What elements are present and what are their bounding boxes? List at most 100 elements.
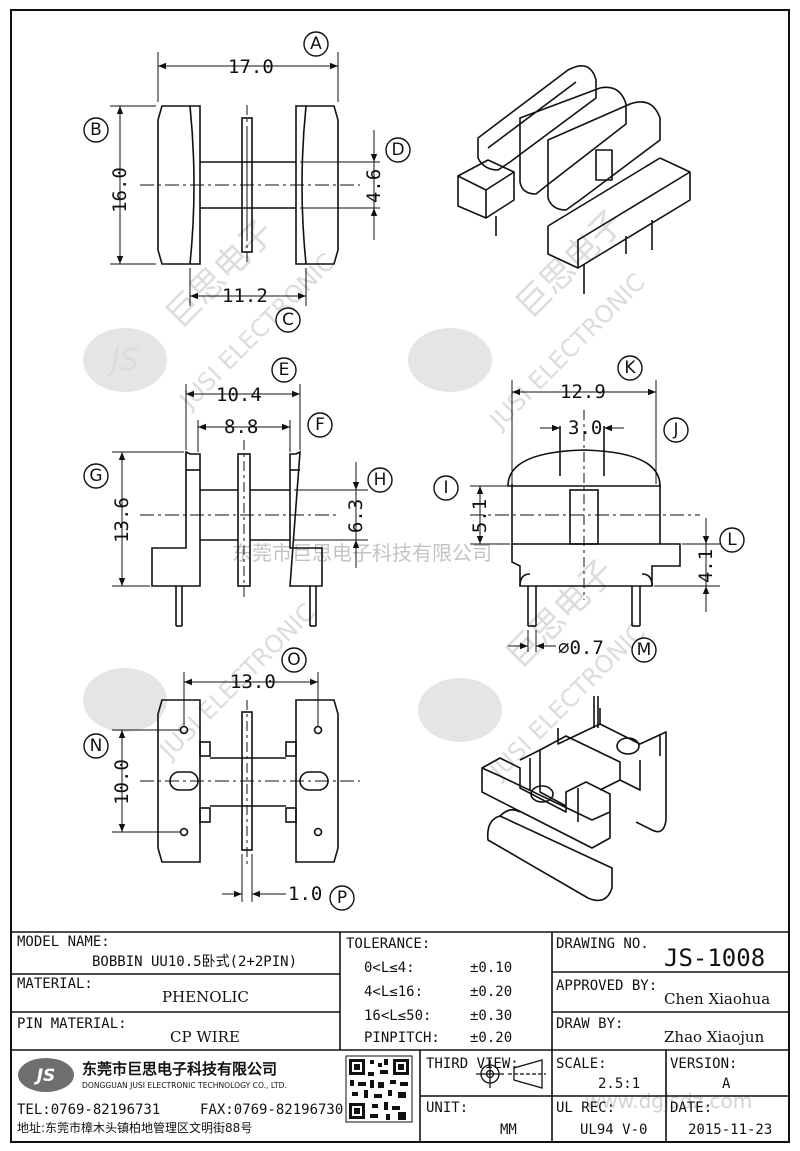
pin-material-label: PIN MATERIAL: <box>17 1016 127 1032</box>
dim-L-value: 4.1 <box>695 549 717 583</box>
tolerance-value-2: ±0.20 <box>470 984 512 1000</box>
tolerance-value-1: ±0.10 <box>470 960 512 976</box>
tag-B: B <box>83 117 109 143</box>
model-name-value: BOBBIN UU10.5卧式(2+2PIN) <box>92 954 297 970</box>
material-value: PHENOLIC <box>162 988 249 1006</box>
version-label: VERSION: <box>670 1056 737 1072</box>
svg-text:G: G <box>89 466 102 486</box>
watermark-company: 东莞市巨思电子科技有限公司 <box>232 541 492 565</box>
company-name-en: DONGGUAN JUSI ELECTRONIC TECHNOLOGY CO.,… <box>82 1081 287 1090</box>
ul-rec-label: UL REC: <box>556 1100 615 1116</box>
logo-js: JS <box>18 1058 74 1092</box>
watermark-logo: JS <box>83 328 167 392</box>
dim-C-value: 11.2 <box>222 285 268 307</box>
dim-G-value: 13.6 <box>111 497 133 543</box>
tolerance-range-1: 0<L≤4: <box>364 960 415 976</box>
scale-label: SCALE: <box>556 1056 607 1072</box>
watermark-logo-2 <box>408 328 492 392</box>
tag-A: A <box>303 31 329 57</box>
approved-by-value: Chen Xiaohua <box>664 990 770 1008</box>
tag-P: P <box>329 885 355 911</box>
top-view <box>110 52 380 306</box>
tolerance-value-4: ±0.20 <box>470 1030 512 1046</box>
dim-P-value: 1.0 <box>288 883 322 905</box>
svg-text:P: P <box>337 888 347 908</box>
draw-by-value: Zhao Xiaojun <box>664 1028 765 1046</box>
material-label: MATERIAL: <box>17 976 93 992</box>
tag-E: E <box>271 357 297 383</box>
tag-J: J <box>663 417 689 443</box>
version-value: A <box>722 1076 731 1092</box>
approved-by-label: APPROVED BY: <box>556 978 657 994</box>
qr-code-icon <box>345 1055 413 1123</box>
watermark-logo-3 <box>83 668 167 732</box>
pin-material-value: CP WIRE <box>170 1028 240 1046</box>
tag-O: O <box>281 647 307 673</box>
scale-value: 2.5:1 <box>598 1076 640 1092</box>
model-name-label: MODEL NAME: <box>17 934 110 950</box>
svg-text:D: D <box>391 140 404 160</box>
third-angle-projection-icon <box>476 1059 546 1089</box>
sheet-border <box>10 9 790 1143</box>
dim-O-value: 13.0 <box>230 671 276 693</box>
title-block <box>11 931 789 1142</box>
dim-A-value: 17.0 <box>228 56 274 78</box>
tag-K: K <box>617 355 643 381</box>
drawing-no-value: JS-1008 <box>664 944 765 972</box>
iso-view-top <box>457 64 691 294</box>
date-label: DATE: <box>670 1100 712 1116</box>
svg-text:B: B <box>90 120 102 140</box>
svg-text:N: N <box>90 736 103 756</box>
tolerance-value-3: ±0.30 <box>470 1008 512 1024</box>
svg-text:A: A <box>310 34 322 54</box>
svg-text:E: E <box>279 360 290 380</box>
svg-text:I: I <box>443 478 448 498</box>
dim-N-value: 10.0 <box>111 759 133 805</box>
unit-label: UNIT: <box>426 1100 468 1116</box>
tag-N: N <box>83 733 109 759</box>
watermark-url: www.dgjsdz.com <box>585 1089 752 1113</box>
dim-I-value: 5.1 <box>469 499 491 533</box>
svg-text:L: L <box>727 530 737 550</box>
dim-B-value: 16.0 <box>109 167 131 213</box>
svg-text:O: O <box>287 650 300 670</box>
dim-M-value: ⌀0.7 <box>558 637 604 659</box>
tag-F: F <box>307 412 333 438</box>
date-value: 2015-11-23 <box>688 1122 772 1138</box>
dim-K-value: 12.9 <box>560 381 606 403</box>
tolerance-label: TOLERANCE: <box>346 936 430 952</box>
dim-D-value: 4.6 <box>363 169 385 203</box>
drawing-no-label: DRAWING NO. <box>556 936 649 952</box>
svg-text:J: J <box>672 420 678 440</box>
svg-text:K: K <box>624 358 636 378</box>
unit-value: MM <box>500 1122 517 1138</box>
company-name-cn: 东莞市巨思电子科技有限公司 <box>82 1060 277 1078</box>
svg-text:M: M <box>637 640 652 660</box>
tolerance-range-3: 16<L≤50: <box>364 1008 431 1024</box>
company-address: 地址:东莞市樟木头镇柏地管理区文明街88号 <box>17 1120 252 1135</box>
tolerance-range-2: 4<L≤16: <box>364 984 423 1000</box>
bottom-view <box>112 672 360 902</box>
third-view-label: THIRD VIEW: <box>426 1056 519 1072</box>
dim-H-value: 6.3 <box>345 499 367 533</box>
tag-C: C <box>275 307 301 333</box>
company-tel: TEL:0769-82196731 <box>17 1102 160 1118</box>
svg-text:C: C <box>282 310 294 330</box>
svg-text:F: F <box>315 415 325 435</box>
front-view <box>112 384 368 627</box>
tag-G: G <box>83 463 109 489</box>
tag-D: D <box>385 137 411 163</box>
tag-M: M <box>631 637 657 663</box>
ul-rec-value: UL94 V-0 <box>580 1122 647 1138</box>
tag-H: H <box>367 467 393 493</box>
dim-J-value: 3.0 <box>568 417 602 439</box>
iso-view-bottom <box>481 696 667 902</box>
svg-text:JS: JS <box>34 1066 56 1086</box>
dim-E-value: 10.4 <box>216 384 262 406</box>
tolerance-range-4: PINPITCH: <box>364 1030 440 1046</box>
tag-I: I <box>433 475 459 501</box>
tag-L: L <box>719 527 745 553</box>
dim-F-value: 8.8 <box>224 416 258 438</box>
